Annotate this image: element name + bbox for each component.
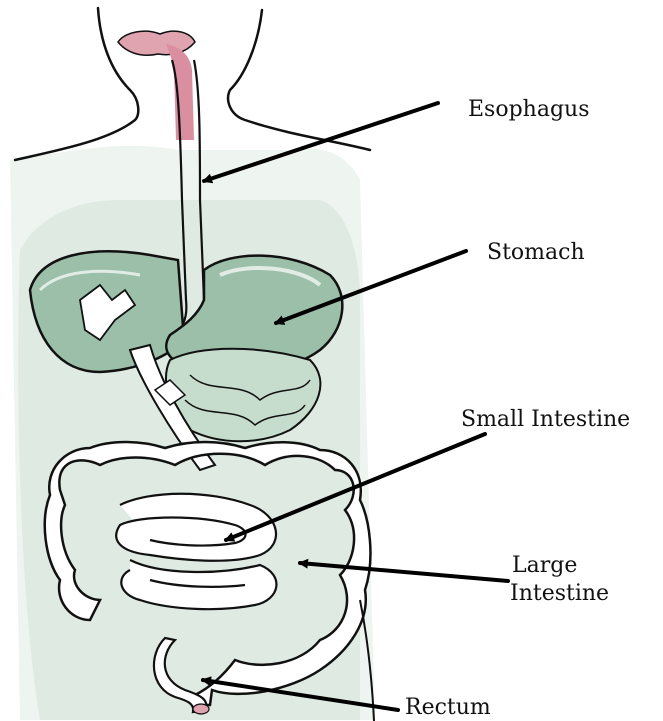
label-stomach: Stomach xyxy=(487,239,585,267)
label-large-intestine-line1: Large xyxy=(512,552,652,580)
label-small-intestine: Small Intestine xyxy=(461,406,630,434)
small-intestine-organ xyxy=(116,494,276,609)
label-esophagus: Esophagus xyxy=(468,96,590,124)
label-large-intestine-line2: Intestine xyxy=(510,580,652,608)
label-large-intestine: Large Intestine xyxy=(512,552,652,608)
label-rectum: Rectum xyxy=(405,694,491,721)
